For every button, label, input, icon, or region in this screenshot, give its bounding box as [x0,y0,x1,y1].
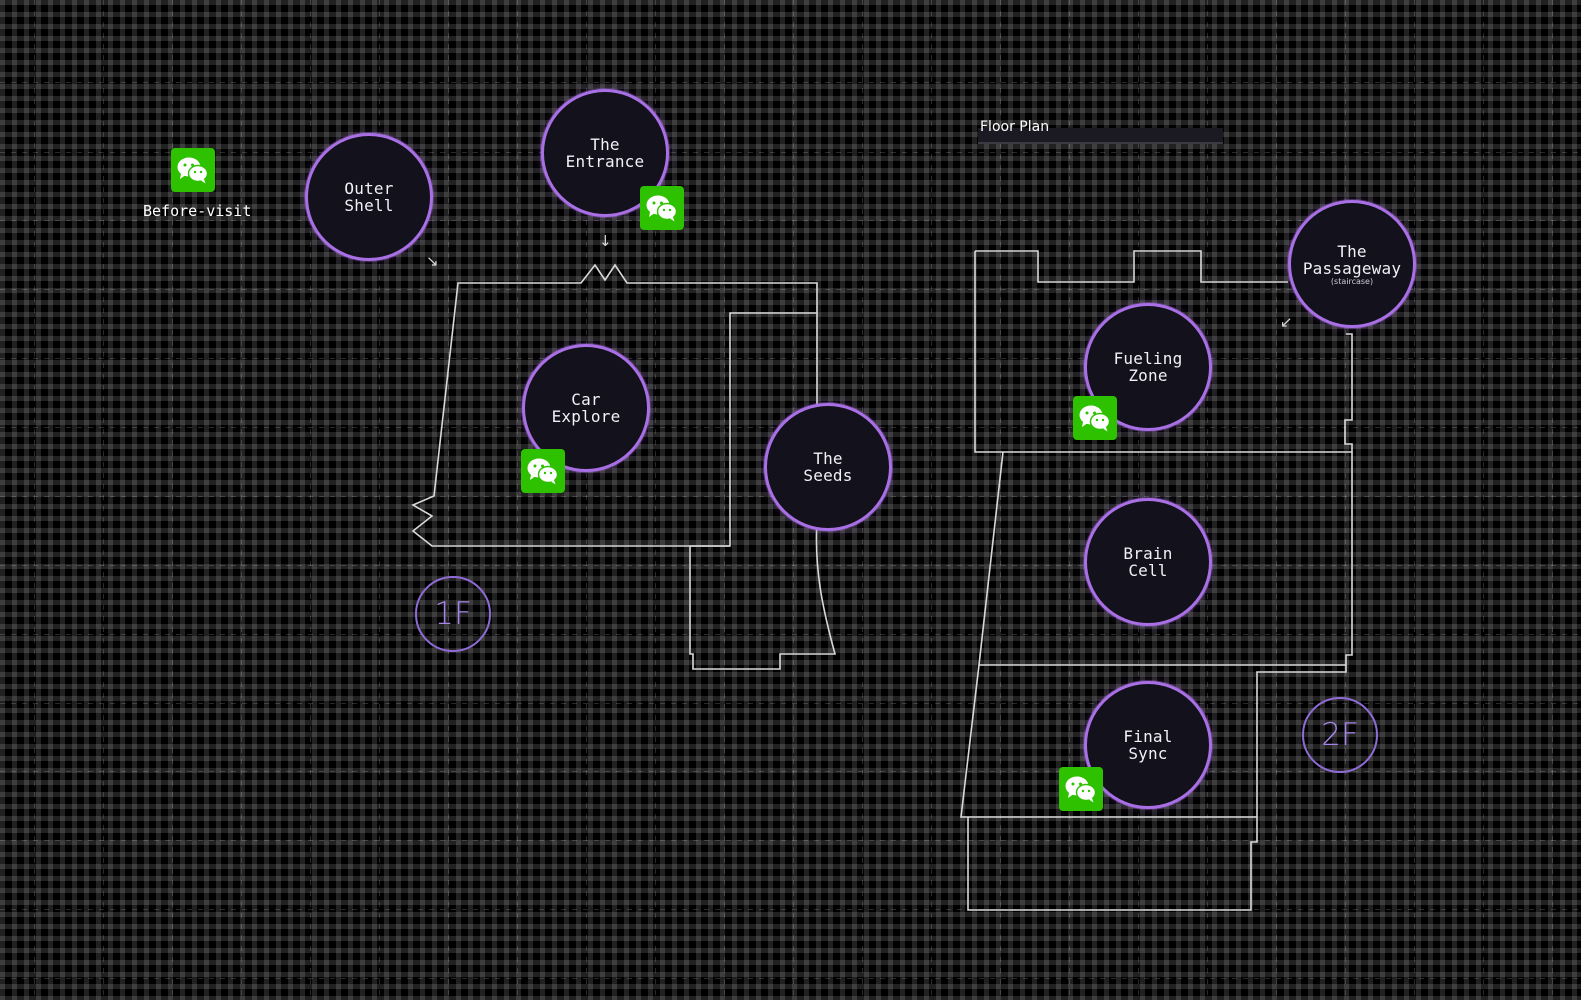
wechat-icon [1079,405,1111,432]
zone-final-sync[interactable]: Final Sync [1084,681,1212,809]
zone-entrance[interactable]: The Entrance [541,89,669,217]
wechat-icon [527,458,559,485]
grid-line [1000,0,1001,1000]
zone-outer-shell[interactable]: Outer Shell [305,133,433,261]
grid-line [1276,0,1277,1000]
zone-brain-cell-label: Brain Cell [1123,544,1173,580]
zone-final-sync-label: Final Sync [1123,727,1173,763]
fueling-wechat-button[interactable] [1073,396,1117,440]
zone-seeds[interactable]: The Seeds [764,403,892,531]
grid-line [0,289,1581,290]
2f-bottom-room-outline [960,664,1347,818]
floor-badge-2f[interactable]: 2F [1302,697,1378,773]
grid-line [1069,0,1070,1000]
before-visit-wechat-button[interactable] [171,148,215,192]
arrow-down-left-icon: ↙ [1280,313,1293,331]
2f-top-room-outline [974,250,1353,453]
car-explore-wechat-button[interactable] [521,449,565,493]
zone-outer-shell-label: Outer Shell [344,179,394,215]
grid-line [0,565,1581,566]
grid-line [310,0,311,1000]
page-title: Floor Plan [980,119,1050,135]
grid-line [0,152,1581,153]
wechat-icon [177,157,209,184]
grid-line [0,703,1581,704]
grid-line [241,0,242,1000]
grid-line [103,0,104,1000]
zone-passageway[interactable]: The Passageway (staircase) [1288,200,1416,328]
zone-fueling-label: Fueling Zone [1113,349,1183,385]
1f-main-hall-outline [411,263,818,547]
grid-line [0,909,1581,910]
grid-line [655,0,656,1000]
wechat-icon [646,195,678,222]
grid-line [448,0,449,1000]
grid-line [0,634,1581,635]
grid-line [586,0,587,1000]
grid-line [0,840,1581,841]
entrance-wechat-button[interactable] [640,186,684,230]
grid-line [0,82,1581,83]
grid-line [172,0,173,1000]
floor-plan-title-bar [978,128,1223,144]
grid-line [517,0,518,1000]
grid-line [931,0,932,1000]
before-visit-label: Before-visit [143,202,252,220]
grid-line [0,771,1581,772]
final-sync-wechat-button[interactable] [1059,767,1103,811]
grid-line [1414,0,1415,1000]
floor-badge-1f[interactable]: 1F [415,576,491,652]
2f-middle-room-outline [978,451,1353,666]
grid-line [724,0,725,1000]
grid-line [0,978,1581,979]
grid-line [379,0,380,1000]
zone-car-explore-label: Car Explore [551,390,621,426]
wechat-icon [1065,776,1097,803]
zone-brain-cell[interactable]: Brain Cell [1084,498,1212,626]
zone-fueling[interactable]: Fueling Zone [1084,303,1212,431]
zone-entrance-label: The Entrance [565,135,645,171]
arrow-down-icon: ↓ [599,232,612,250]
zone-passageway-sublabel: (staircase) [1330,276,1374,286]
2f-basement-outline [967,817,1258,911]
zone-passageway-label: The Passageway [1302,241,1402,278]
grid-line [1345,0,1346,1000]
grid-line [1483,0,1484,1000]
1f-annex-outline [689,313,837,670]
grid-line [34,0,35,1000]
grid-line [1207,0,1208,1000]
zone-seeds-label: The Seeds [803,449,853,485]
grid-line [0,358,1581,359]
arrow-down-right-icon: ↘ [426,252,439,270]
grid-line [0,220,1581,221]
grid-line [1552,0,1553,1000]
